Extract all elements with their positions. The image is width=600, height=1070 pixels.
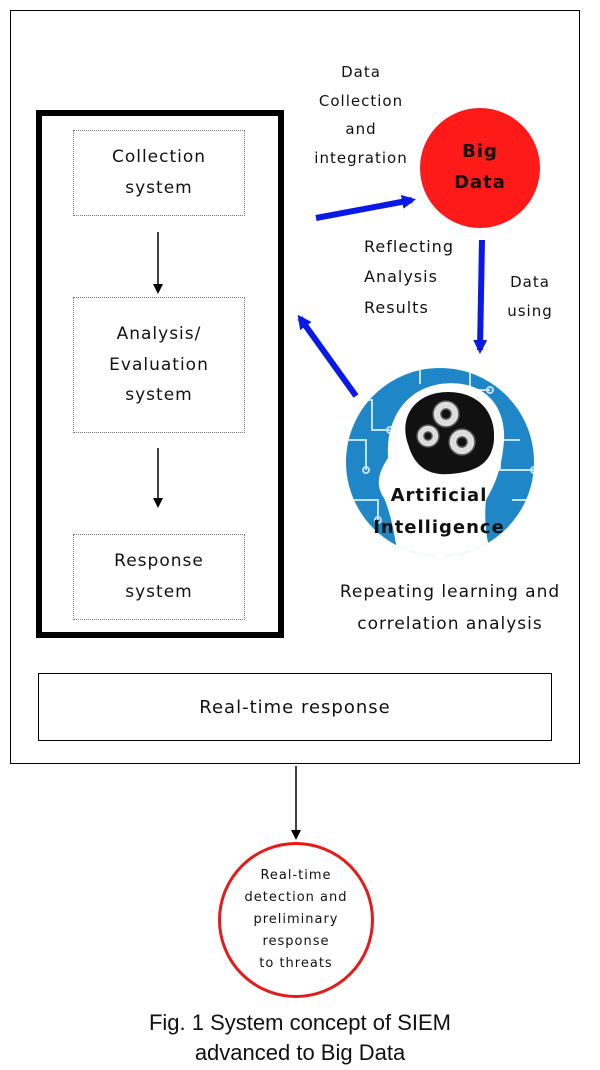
gears-icon [416,400,476,456]
data-collection-label: Data Collection and integration [314,63,408,167]
analysis-system-box: Analysis/ Evaluation system [73,297,245,433]
system-frame [36,110,284,638]
realtime-response-box: Real-time response [38,673,552,741]
figure-caption: Fig. 1 System concept of SIEM advanced t… [148,1010,451,1065]
arrow-to-big-data [315,194,416,221]
arrow-big-data-to-ai [473,239,488,354]
reflecting-label: Reflecting Analysis Results [364,237,454,317]
big-data-circle: Big Data [420,108,540,228]
collection-system-box: Collection system [73,130,245,216]
analysis-system-label: Analysis/ Evaluation system [109,324,209,406]
repeating-learning-label: Repeating learning and correlation analy… [339,582,561,635]
ai-label: Artificial Intelligence [373,485,505,538]
arrow-ai-to-analysis [297,314,359,398]
collection-system-label: Collection system [111,147,207,198]
big-data-label: Big Data [454,141,506,193]
brain-shape [405,392,495,475]
realtime-response-label: Real-time response [199,696,391,718]
threat-detection-label: Real-time detection and preliminary resp… [244,867,348,972]
outer-frame [10,10,580,764]
threat-detection-circle: Real-time detection and preliminary resp… [218,842,374,998]
response-system-box: Response system [73,534,245,620]
response-system-label: Response system [114,551,204,602]
data-using-label: Data using [507,273,553,320]
